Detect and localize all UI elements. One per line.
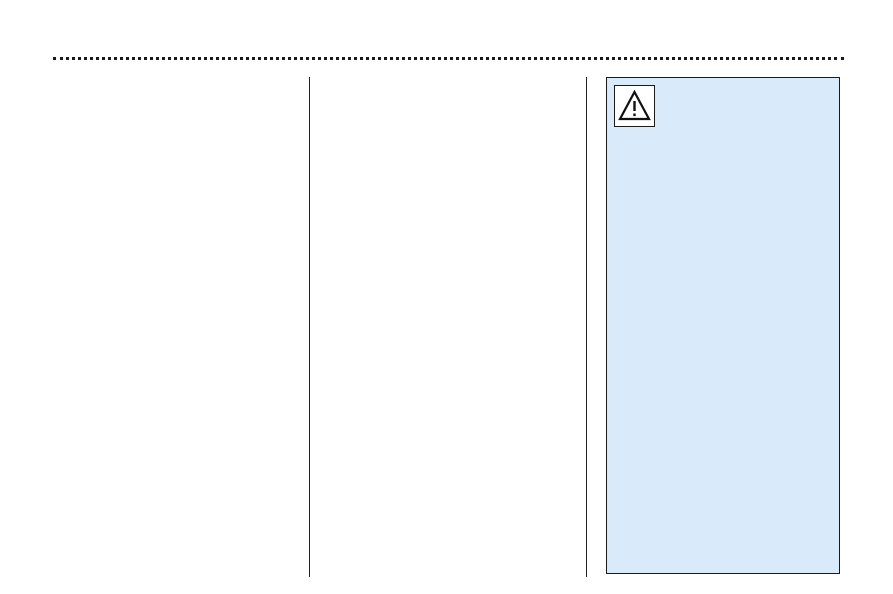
column-divider-left (309, 77, 310, 577)
warning-triangle-icon (614, 85, 655, 127)
column-divider-right (586, 77, 587, 577)
text-column-left (53, 77, 309, 575)
text-column-middle (310, 77, 586, 575)
warning-box (606, 77, 840, 574)
header-dotted-rule (53, 57, 844, 60)
